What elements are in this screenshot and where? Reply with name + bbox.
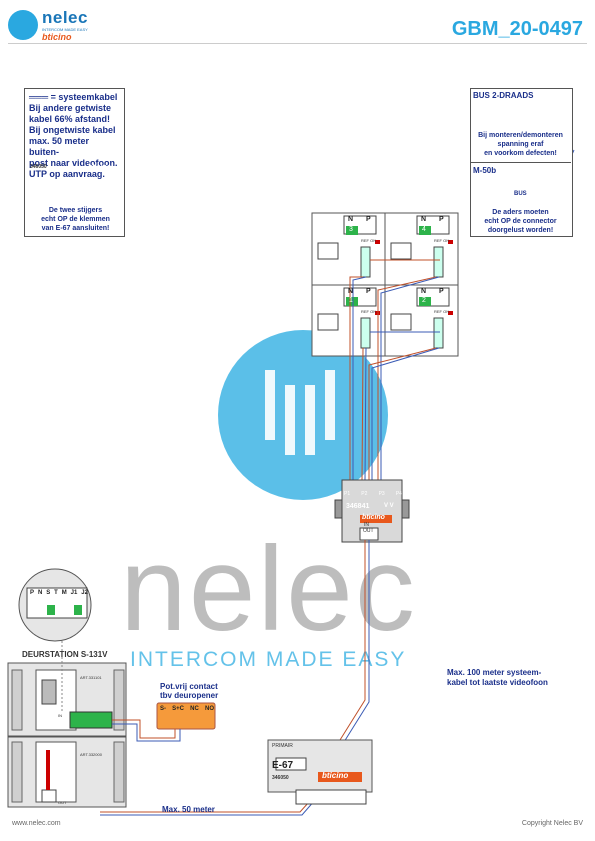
warning-line: spanning eraf: [497, 141, 544, 148]
monitor-1-p: P: [366, 288, 371, 295]
monitor-4-n: N: [421, 216, 427, 223]
monitor-2-number: 2: [422, 297, 426, 304]
monitor-4-p: P: [439, 216, 444, 223]
bus-warning-text: Bij monteren/demonteren spanning eraf en…: [470, 131, 571, 158]
port-p2: P2: [361, 491, 368, 497]
monitor-3-ref: REF ON: [361, 238, 377, 243]
relay-title-line: tbv deuropener: [160, 691, 219, 700]
caption-line: echt OP de connector: [484, 218, 557, 225]
door-station-in: IN: [58, 713, 62, 718]
port-p1: P1: [344, 491, 351, 497]
warning-line: Bij monteren/demonteren: [478, 132, 563, 139]
footer-url[interactable]: www.nelec.com: [12, 820, 61, 827]
connector-label: BUS: [514, 191, 527, 197]
bus-title: BUS 2-DRAADS: [473, 91, 534, 100]
terminal-s: S: [46, 590, 51, 596]
connector-caption: De aders moeten echt OP de connector doo…: [470, 208, 571, 235]
max-50m-label: Max. 50 meter: [162, 805, 215, 814]
watermark-tagline: INTERCOM MADE EASY: [130, 648, 407, 671]
distributor-code: 346841: [346, 503, 370, 510]
brand-tagline: INTERCOM MADE EASY: [42, 27, 88, 32]
monitor-1-n: N: [348, 288, 354, 295]
distributor-ports: P1 P2 P3 P4: [344, 491, 402, 497]
door-station-title: DEURSTATION S-131V: [22, 650, 108, 659]
distributor-in: IN: [364, 522, 369, 528]
port-p4: P4: [395, 491, 402, 497]
warning-line: en voorkom defecten!: [484, 150, 557, 157]
nelec-logo-icon: [8, 10, 38, 40]
caption-line: van E-67 aansluiten!: [41, 225, 110, 232]
psu-code: 346050: [272, 775, 289, 781]
psu-title: E-67: [272, 760, 294, 771]
caption-line: De twee stijgers: [48, 207, 103, 214]
note-divider: [470, 162, 571, 163]
door-station-terminals: P N S T M J1 J2: [30, 590, 88, 596]
max100-line: kabel tot laatste videofoon: [447, 678, 548, 687]
monitor-1-ref: REF ON: [361, 309, 377, 314]
document-id: GBM_20-0497: [451, 18, 583, 40]
partner-brand: bticino: [42, 32, 72, 42]
watermark-circle: [218, 330, 388, 500]
psu-brand: bticino: [322, 771, 349, 780]
brand-name: nelec: [42, 8, 88, 27]
monitor-2-p: P: [439, 288, 444, 295]
system-cable-legend: ═══ = systeemkabel: [29, 92, 118, 102]
terminal-m: M: [61, 590, 67, 596]
caption-line: De aders moeten: [492, 209, 549, 216]
caption-line: echt OP de klemmen: [41, 216, 110, 223]
monitor-1-number: 1: [349, 297, 353, 304]
relay-title-line: Pot.vrij contact: [160, 682, 218, 691]
monitor-3-n: N: [348, 216, 354, 223]
distributor-vv: V V: [384, 503, 394, 509]
terminal-t: T: [54, 590, 58, 596]
note-line: UTP op aanvraag.: [29, 169, 105, 179]
relay-terminal-s-plus-c: S+C: [172, 706, 184, 712]
monitor-3-number: 3: [349, 226, 353, 233]
system-cable-note: ═══ = systeemkabel Bij andere getwiste k…: [24, 88, 125, 237]
connector-title: M-50b: [473, 166, 497, 175]
relay-terminal-s-minus: S-: [160, 706, 166, 712]
monitor-3-p: P: [366, 216, 371, 223]
note-line: Bij ongetwiste kabel: [29, 125, 116, 135]
monitor-4-number: 4: [422, 226, 426, 233]
footer-copyright: Copyright Nelec BV: [521, 820, 583, 827]
monitor-4-ref: REF ON: [434, 238, 450, 243]
note-line: kabel 66% afstand!: [29, 114, 111, 124]
terminal-n: N: [37, 590, 43, 596]
relay-terminals: S- S+C NC NO: [160, 706, 214, 712]
terminal-j2: J2: [81, 590, 88, 596]
monitor-2-ref: REF ON: [434, 309, 450, 314]
terminal-p: P: [30, 590, 35, 596]
monitor-2-n: N: [421, 288, 427, 295]
psu-top-label: PRIMAIR: [272, 743, 293, 749]
module-code: 346050: [30, 164, 47, 170]
header-divider: [8, 43, 587, 44]
relay-title: Pot.vrij contact tbv deuropener: [160, 682, 218, 700]
door-station-out: OUT: [58, 800, 67, 805]
riser-caption: De twee stijgers echt OP de klemmen van …: [26, 206, 125, 233]
module-brand: bticino: [88, 164, 111, 171]
note-line: post naar videofoon.: [29, 158, 118, 168]
max-100m-label: Max. 100 meter systeem- kabel tot laatst…: [447, 668, 548, 688]
port-p3: P3: [378, 491, 385, 497]
note-line: Bij andere getwiste: [29, 103, 112, 113]
module-1-code: ART.331101: [80, 675, 102, 680]
relay-terminal-no: NO: [204, 706, 214, 712]
caption-line: doorgelust worden!: [487, 227, 554, 234]
distributor-out: OUT: [363, 528, 374, 534]
distributor-brand: bticino: [362, 514, 385, 521]
terminal-j1: J1: [70, 590, 78, 596]
max100-line: Max. 100 meter systeem-: [447, 668, 542, 677]
module-2-code: ART.332000: [80, 752, 102, 757]
note-line: max. 50 meter buiten-: [29, 136, 90, 157]
watermark-word: nelec: [120, 522, 417, 656]
relay-terminal-nc: NC: [190, 706, 199, 712]
